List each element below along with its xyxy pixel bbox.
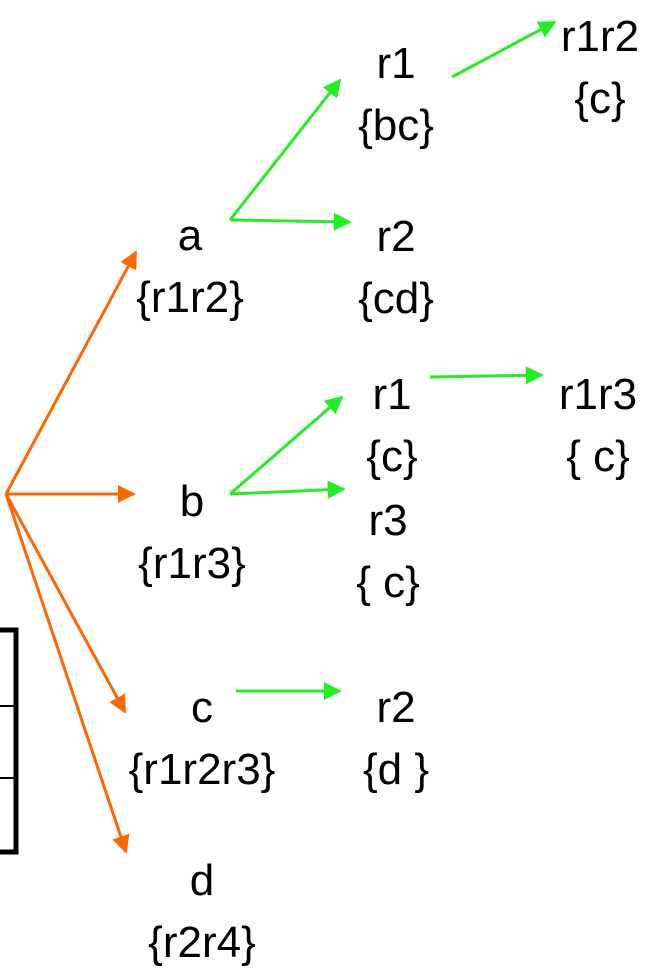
node-set: {cd} [358,274,434,323]
node-b-r1r3: r1r3 { c} [559,370,637,481]
node-layer: a {r1r2} b {r1r3} c {r1r2r3} d {r2r4} r1 {bc} r2 {c… [129,12,640,967]
node-label: r1 [376,39,415,88]
node-label: d [190,856,214,905]
edge-a-r1-to-a-r1r2 [451,20,557,79]
node-set: {r1r2} [136,273,244,322]
node-set: {bc} [358,101,434,150]
node-set: { c} [566,432,630,481]
node-label: r1 [372,370,411,419]
edge-b-r1-to-b-r1r3 [429,366,544,385]
node-a: a {r1r2} [136,211,244,322]
node-a-r2: r2 {cd} [358,212,434,323]
node-set: {r2r4} [148,918,256,967]
node-set: {c} [574,74,625,123]
node-label: r2 [376,212,415,261]
node-a-r1: r1 {bc} [358,39,434,150]
node-label: r2 [376,683,415,732]
node-label: r1r2 [561,12,639,61]
node-set: {d } [363,745,429,794]
edge-a-to-a-r1 [228,78,342,221]
node-c-r2: r2 {d } [363,683,429,794]
edge-b-to-b-r3 [229,480,346,499]
node-b-r1: r1 {c} [366,370,417,481]
node-b-r3: r3 { c} [356,496,420,607]
node-label: r3 [368,496,407,545]
node-label: r1r3 [559,370,637,419]
edge-a-to-a-r2 [229,212,352,231]
node-set: {r1r3} [138,539,246,588]
node-label: a [178,211,203,260]
edge-layer [4,20,557,854]
edge-b-to-b-r1 [229,395,344,496]
node-set: { c} [356,558,420,607]
node-label: b [180,477,204,526]
node-set: {r1r2r3} [129,745,276,794]
node-c: c {r1r2r3} [129,683,276,794]
edge-root-to-d [4,493,130,854]
edge-root-to-a [4,250,138,495]
table-frame-fragment [0,627,19,855]
edge-root-to-c [4,493,127,714]
node-b: b {r1r3} [138,477,246,588]
node-set: {c} [366,432,417,481]
node-label: c [191,683,213,732]
node-a-r1r2: r1r2 {c} [561,12,639,123]
node-d: d {r2r4} [148,856,256,967]
